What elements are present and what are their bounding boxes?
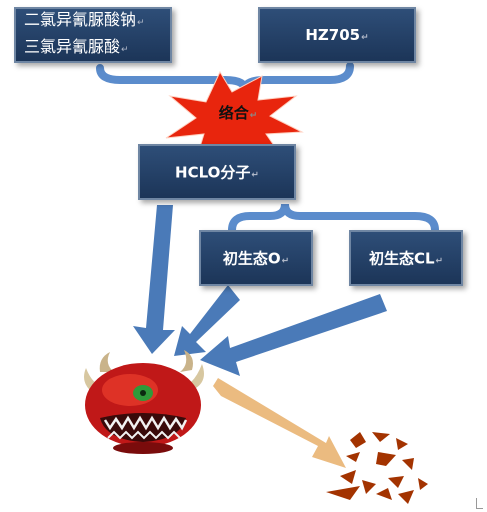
paragraph-mark: ↵ [121,45,129,55]
paragraph-mark: ↵ [251,170,259,181]
box-label-group: 二氯异氰脲酸钠↵ 三氯异氰脲酸↵ [24,8,170,62]
corner-mark [476,498,483,509]
label-line-2: 三氯异氰脲酸 [24,37,121,56]
debris-icon [326,432,428,504]
box-dichloroisocyanurate: 二氯异氰脲酸钠↵ 三氯异氰脲酸↵ [14,7,172,63]
arrow-to-debris [213,378,346,468]
box-hz705: HZ705↵ [258,7,416,63]
box-label: 初生态CL [368,249,435,268]
burst-label-text: 络合 [218,104,249,122]
box-nascent-cl: 初生态CL↵ [349,230,463,286]
box-label: HZ705 [305,26,361,44]
box-label: 初生态O [222,249,281,268]
paragraph-mark: ↵ [137,18,145,28]
arrow-o-to-monster [174,285,240,356]
burst-label: 络合↵ [208,102,268,123]
box-nascent-o: 初生态O↵ [199,230,313,286]
split-brace [228,203,439,234]
monster-icon [84,350,204,454]
paragraph-mark: ↵ [435,256,444,267]
arrow-hclo-to-monster [133,205,175,354]
box-label: HCLO分子 [175,163,251,182]
box-hclo: HCLO分子↵ [138,144,296,200]
paragraph-mark: ↵ [281,256,290,267]
arrow-cl-to-monster [200,294,387,376]
paragraph-mark: ↵ [361,33,369,43]
paragraph-mark: ↵ [249,111,258,121]
label-line-1: 二氯异氰脲酸钠 [24,10,137,29]
